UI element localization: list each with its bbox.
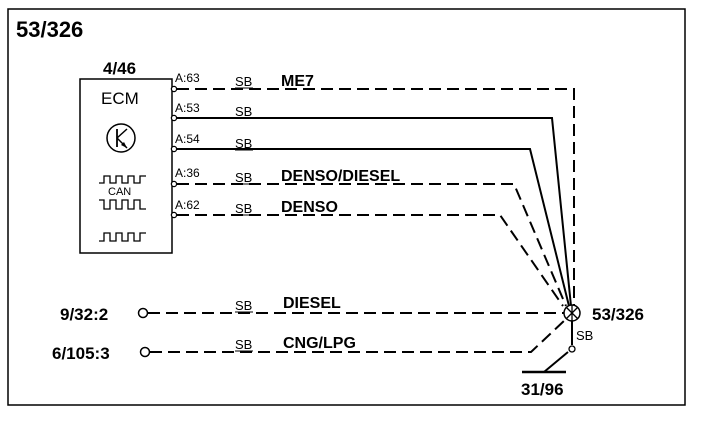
signal-label-denso: DENSO [281,199,338,216]
wire-color-codes: SB SB SB SB SB [235,74,253,216]
connector-ref-label: 6/105:3 [52,344,110,363]
ecm-pin-terminals [170,85,178,219]
can-low-waveform-icon [99,199,146,210]
wire-denso [177,214,564,307]
pin-label: A:54 [175,132,200,146]
pin-label: A:62 [175,198,200,212]
wire-color-code: SB [235,104,252,119]
signal-label-denso-diesel: DENSO/DIESEL [281,168,400,185]
wire-a53 [177,117,572,307]
wire-color-code: SB [235,170,252,185]
wire-color-code: SB [235,337,252,352]
diagram-frame [7,8,686,406]
pin-label: A:36 [175,166,200,180]
wire-color-code: SB [235,298,252,313]
wire-denso-diesel [177,183,567,307]
wire-me7 [177,88,575,306]
transistor-icon [106,123,136,153]
ecm-ref-label: 4/46 [103,59,136,78]
wire-ground [543,351,569,373]
connector-ref-label: 9/32:2 [60,305,108,324]
splice-ref-label: 53/326 [592,305,644,324]
wire-color-code: SB [235,201,252,216]
signal-label-cng-lpg: CNG/LPG [283,335,356,352]
can-high-waveform-icon [99,175,146,184]
connector-terminal [139,346,151,358]
splice-icon [563,304,581,322]
wire-color-code: SB [576,328,593,343]
pin-label: A:63 [175,71,200,85]
ecm-name-label: ECM [101,89,139,108]
ground-terminal [568,345,576,353]
signal-label-me7: ME7 [281,73,314,90]
signal-label-diesel: DIESEL [283,295,341,312]
wire-a54 [177,148,570,307]
ground-ref-label: 31/96 [521,380,564,399]
wire-color-code: SB [235,74,252,89]
diagram-title: 53/326 [16,17,83,42]
can-label: CAN [108,186,131,198]
connector-terminal [137,307,149,319]
pulse-waveform-icon [99,232,146,242]
pin-label: A:53 [175,101,200,115]
wire-color-code: SB [235,136,252,151]
ecm-box [79,78,173,254]
wire-cng-lpg [150,319,566,353]
